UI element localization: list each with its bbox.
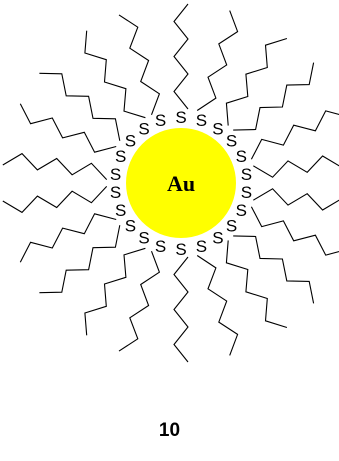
alkyl-chain — [196, 10, 239, 111]
sulfur-atom: S — [241, 165, 252, 184]
alkyl-chain — [2, 186, 108, 214]
alkyl-chain — [173, 3, 189, 110]
alkyl-chain — [233, 62, 315, 131]
alkyl-chain — [39, 72, 121, 141]
sulfur-atom: S — [175, 108, 186, 127]
alkyl-chain — [84, 247, 146, 336]
sulfur-atom: S — [110, 165, 121, 184]
alkyl-chain — [39, 225, 121, 294]
alkyl-chain — [196, 255, 239, 356]
sulfur-atom: S — [125, 216, 136, 235]
alkyl-chain — [253, 188, 339, 211]
sulfur-atom: S — [241, 183, 252, 202]
alkyl-chain — [250, 110, 339, 160]
alkyl-chain — [19, 103, 117, 153]
alkyl-chain — [225, 240, 288, 329]
sulfur-atom: S — [115, 147, 126, 166]
sulfur-atom: S — [196, 111, 207, 130]
alkyl-chain — [19, 213, 117, 263]
sulfur-atom: S — [175, 240, 186, 259]
sulfur-atom: S — [226, 216, 237, 235]
alkyl-chain — [225, 37, 288, 126]
alkyl-chain — [253, 155, 339, 178]
sulfur-atom: S — [138, 119, 149, 138]
alkyl-chain — [2, 152, 108, 180]
sulfur-atom: S — [226, 132, 237, 151]
sulfur-atom: S — [236, 147, 247, 166]
sulfur-atom: S — [115, 201, 126, 220]
sulfur-atom: S — [155, 111, 166, 130]
gold-core — [126, 128, 236, 238]
sulfur-atom: S — [196, 237, 207, 256]
alkyl-chain — [233, 235, 315, 304]
sulfur-atom: S — [212, 229, 223, 248]
sulfur-atom: S — [155, 237, 166, 256]
alkyl-chain — [173, 256, 189, 363]
sulfur-atom: S — [125, 132, 136, 151]
sulfur-atom: S — [212, 119, 223, 138]
alkyl-chain — [250, 206, 339, 256]
alkyl-chain — [118, 14, 161, 115]
sulfur-atom: S — [138, 229, 149, 248]
alkyl-chain — [118, 251, 161, 352]
alkyl-chain — [84, 30, 146, 119]
core-label: Au — [167, 171, 195, 196]
alkyl-chains — [2, 3, 339, 363]
sulfur-atom: S — [236, 201, 247, 220]
sulfur-atom: S — [110, 183, 121, 202]
compound-number: 10 — [158, 420, 181, 441]
